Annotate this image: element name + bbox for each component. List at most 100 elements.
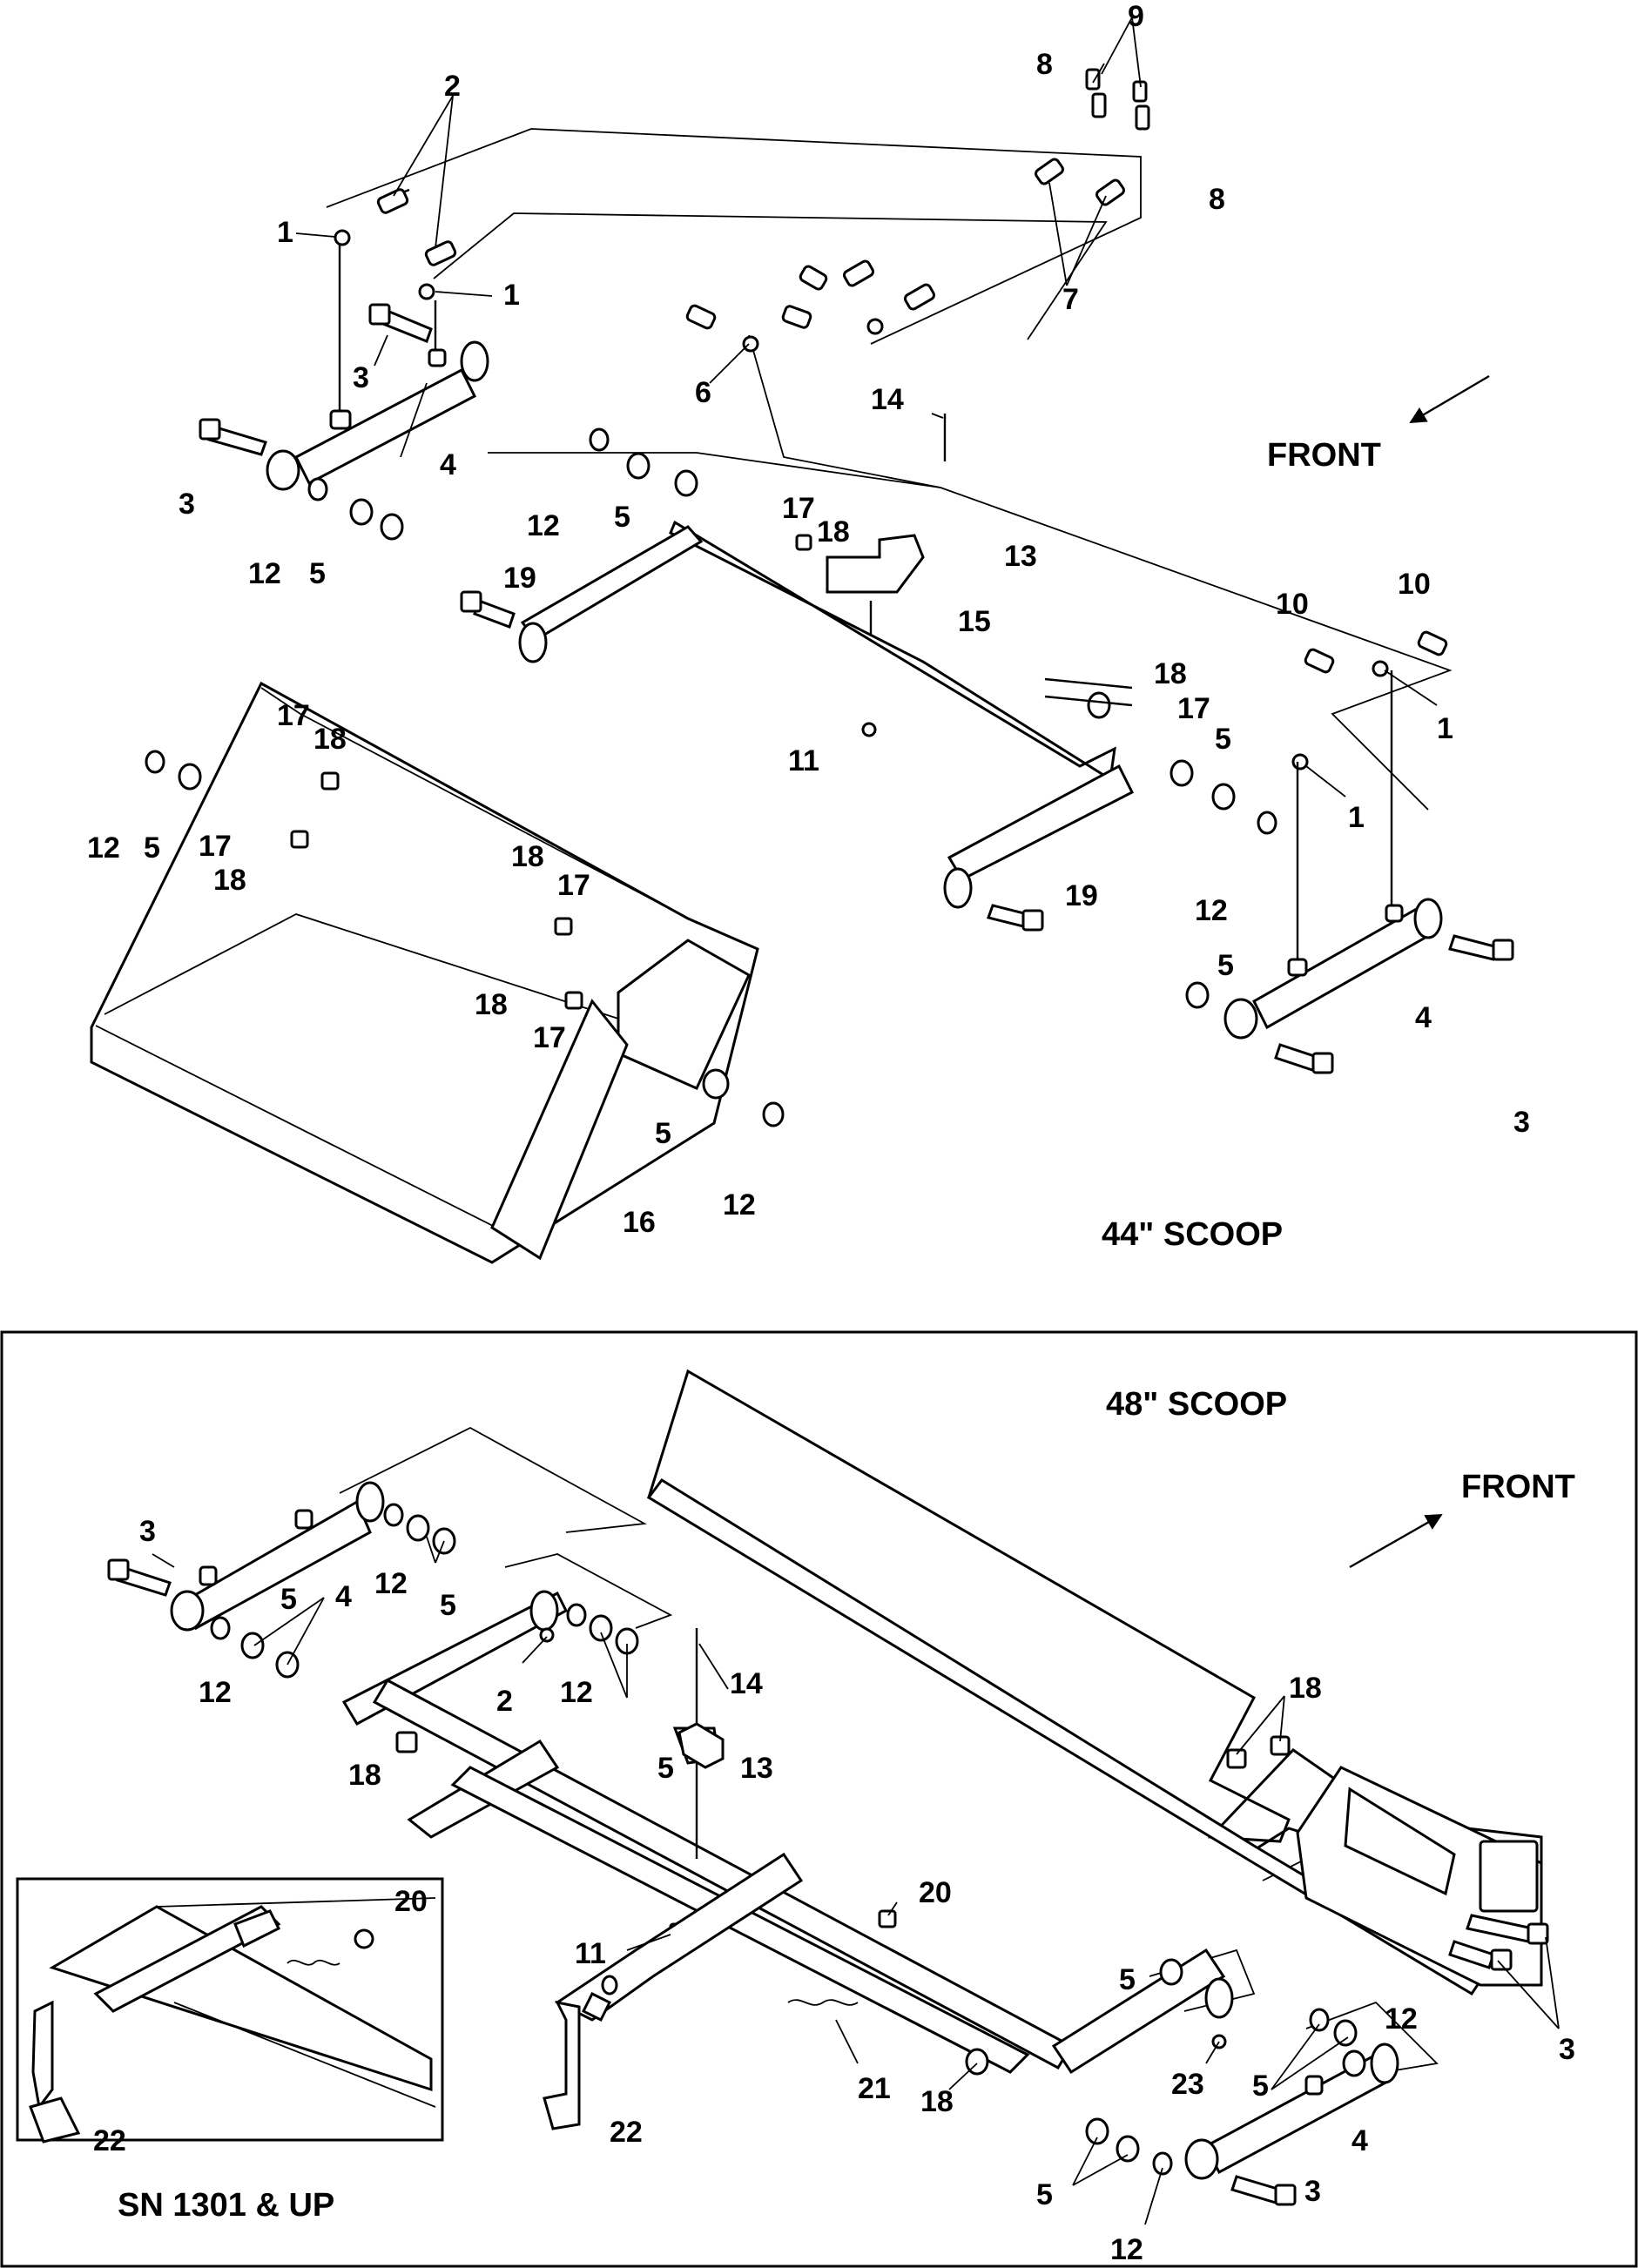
callout-5: 5 — [614, 501, 630, 534]
callout-5: 5 — [657, 1752, 674, 1785]
callout-5: 5 — [440, 1589, 456, 1622]
callout-1: 1 — [1348, 801, 1365, 834]
loader-frame-top — [460, 414, 1135, 932]
callout-20: 20 — [919, 1876, 952, 1909]
callout-22: 22 — [93, 2124, 126, 2157]
front-arrow-bottom: FRONT — [1349, 1469, 1575, 1569]
callout-7: 7 — [1062, 283, 1079, 316]
callout-17: 17 — [782, 492, 815, 525]
cylinder-left — [199, 244, 489, 491]
callout-4: 4 — [1415, 1001, 1432, 1034]
callout-10: 10 — [1398, 568, 1431, 601]
cylinder-bottom-right — [1085, 1958, 1399, 2206]
callout-4: 4 — [335, 1580, 352, 1613]
callout-18: 18 — [475, 988, 508, 1021]
callout-9: 9 — [1128, 0, 1144, 33]
callout-21: 21 — [858, 2072, 891, 2105]
callout-12: 12 — [199, 1676, 232, 1709]
inset-panel — [16, 1877, 444, 2143]
scoop-48 — [646, 1369, 1549, 1996]
callout-5: 5 — [655, 1117, 671, 1150]
callout-2: 2 — [496, 1685, 513, 1718]
callouts-bottom: 3 3 3 4 4 5 5 5 5 5 5 2 11 12 12 12 12 1… — [93, 1515, 1575, 2266]
callout-12: 12 — [374, 1567, 408, 1600]
callout-5: 5 — [1217, 949, 1234, 982]
callout-18: 18 — [920, 2085, 954, 2118]
callout-20: 20 — [394, 1885, 428, 1918]
title-48-scoop: 48" SCOOP — [1106, 1386, 1287, 1423]
bottom-frame — [0, 1330, 1638, 2268]
callout-5: 5 — [1119, 1963, 1136, 1996]
callout-12: 12 — [1385, 2002, 1418, 2036]
callout-13: 13 — [740, 1752, 773, 1785]
callout-3: 3 — [1304, 2175, 1321, 2208]
callout-1: 1 — [277, 216, 293, 249]
callout-16: 16 — [623, 1206, 656, 1239]
callout-12: 12 — [560, 1676, 593, 1709]
callout-18: 18 — [213, 864, 246, 897]
callout-14: 14 — [730, 1667, 763, 1700]
callout-12: 12 — [723, 1188, 756, 1221]
callout-3: 3 — [139, 1515, 156, 1548]
scoop-44 — [90, 681, 785, 1264]
callout-3: 3 — [1513, 1106, 1530, 1139]
callout-2: 2 — [444, 70, 461, 103]
callout-22: 22 — [610, 2116, 643, 2149]
callout-19: 19 — [1065, 879, 1098, 912]
callout-18: 18 — [511, 840, 544, 873]
callout-3: 3 — [179, 488, 195, 521]
callout-5: 5 — [1215, 723, 1231, 756]
leaders-top — [295, 17, 1438, 798]
front-arrow-top: FRONT — [1267, 374, 1490, 474]
callout-1: 1 — [1437, 712, 1453, 745]
callout-5: 5 — [1252, 2069, 1269, 2103]
callout-12: 12 — [527, 509, 560, 542]
callout-17: 17 — [557, 869, 590, 902]
callout-12: 12 — [1110, 2233, 1143, 2266]
callout-10: 10 — [1276, 588, 1309, 621]
washers-left — [307, 427, 698, 541]
callout-17: 17 — [1177, 692, 1210, 725]
cylinder-bottom-left — [107, 1481, 725, 1769]
bottom-assembly: 48" SCOOP FRONT — [0, 1330, 1638, 2268]
callout-8: 8 — [1209, 183, 1225, 216]
callout-5: 5 — [280, 1583, 297, 1616]
callout-18: 18 — [313, 723, 347, 756]
top-assembly: FRONT — [87, 0, 1530, 1264]
callout-1: 1 — [503, 279, 520, 312]
callout-15: 15 — [958, 605, 991, 638]
front-label-top: FRONT — [1267, 437, 1381, 474]
callout-11: 11 — [788, 744, 819, 777]
callout-3: 3 — [1559, 2033, 1575, 2066]
callout-23: 23 — [1171, 2068, 1204, 2101]
callout-14: 14 — [871, 383, 904, 416]
callout-5: 5 — [309, 557, 326, 590]
title-44-scoop: 44" SCOOP — [1102, 1216, 1283, 1253]
callout-17: 17 — [277, 699, 310, 732]
callout-13: 13 — [1004, 540, 1037, 573]
callout-18: 18 — [348, 1759, 381, 1792]
callout-6: 6 — [695, 376, 711, 409]
callout-5: 5 — [1036, 2178, 1053, 2211]
callout-18: 18 — [817, 515, 850, 548]
callout-17: 17 — [199, 830, 232, 863]
callouts-top: 1 1 1 1 2 3 3 3 4 4 5 5 5 5 5 5 6 7 8 8 … — [87, 0, 1530, 1239]
hook-assembly-bottom — [543, 1852, 859, 2130]
callout-8: 8 — [1036, 48, 1053, 81]
hoses-and-fittings — [334, 68, 1448, 771]
callout-19: 19 — [503, 562, 536, 595]
callout-12: 12 — [1195, 894, 1228, 927]
callout-12: 12 — [248, 557, 281, 590]
callout-11: 11 — [575, 1937, 606, 1970]
callout-4: 4 — [1352, 2124, 1368, 2157]
cylinder-right — [1170, 670, 1514, 1074]
callout-4: 4 — [440, 448, 456, 481]
callout-17: 17 — [533, 1021, 566, 1054]
callout-18: 18 — [1289, 1672, 1322, 1705]
callout-12: 12 — [87, 831, 120, 865]
callout-18: 18 — [1154, 657, 1187, 690]
callout-5: 5 — [144, 831, 160, 865]
callout-3: 3 — [353, 361, 369, 394]
inset-title: SN 1301 & UP — [118, 2187, 334, 2224]
